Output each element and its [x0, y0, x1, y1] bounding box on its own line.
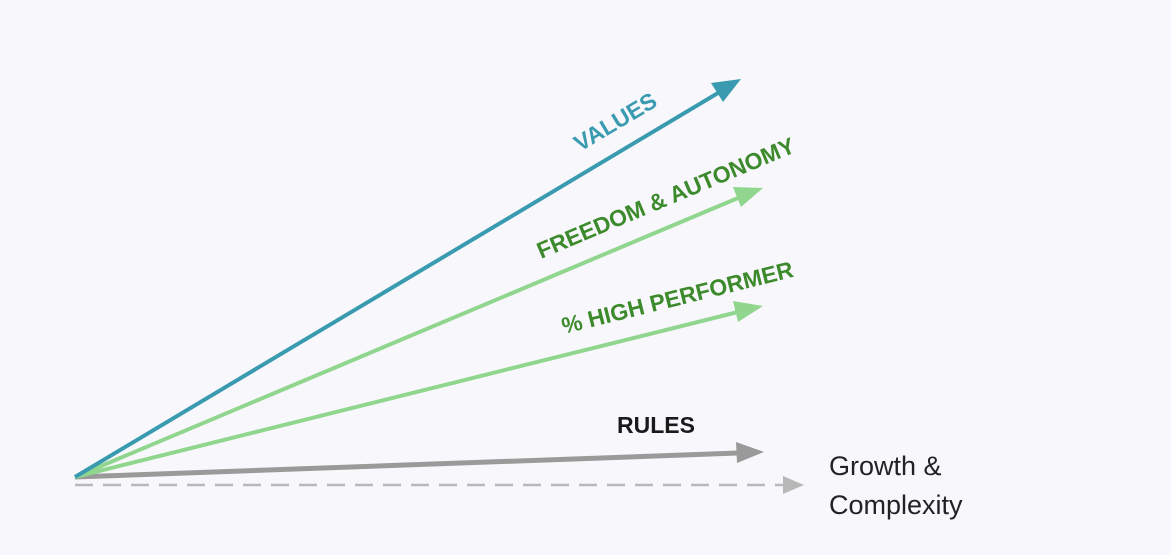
values-line	[73, 91, 720, 479]
rules-label: RULES	[617, 412, 695, 438]
values-arrowhead	[711, 79, 741, 102]
axis-label-line1: Growth &	[829, 451, 942, 481]
rules-arrow	[74, 442, 764, 480]
high-performer-line	[74, 310, 739, 479]
values-label: VALUES	[569, 87, 661, 156]
high-performer-arrowhead	[733, 301, 763, 322]
freedom-autonomy-line	[74, 196, 739, 479]
freedom-autonomy-arrow	[74, 187, 763, 479]
high-performer-arrow	[74, 301, 763, 479]
axis-label-line2: Complexity	[829, 490, 963, 520]
freedom-autonomy-label: FREEDOM & AUTONOMY	[533, 132, 799, 263]
freedom-autonomy-arrowhead	[733, 187, 763, 207]
rules-arrowhead	[736, 442, 764, 463]
growth-complexity-axis	[75, 476, 804, 494]
values-arrow	[73, 79, 741, 479]
axis-arrowhead	[783, 476, 804, 494]
rules-line	[74, 450, 739, 480]
